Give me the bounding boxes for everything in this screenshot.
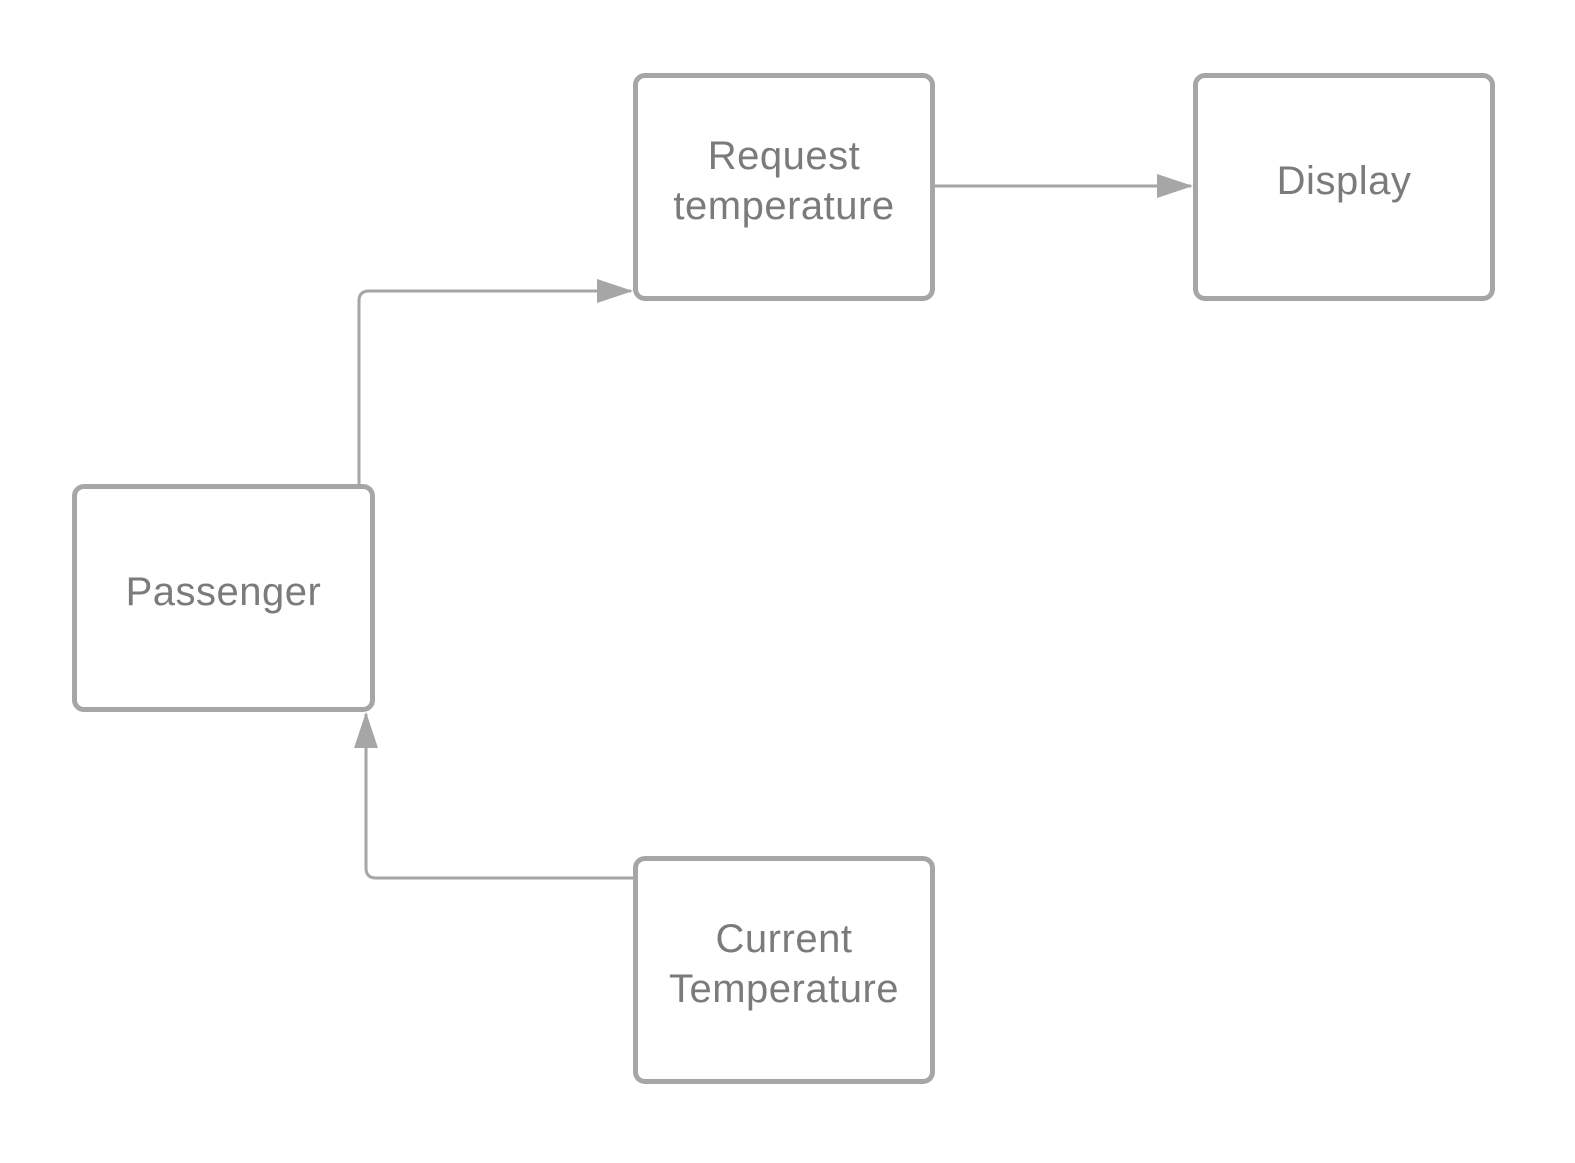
node-passenger[interactable]: Passenger: [72, 484, 375, 712]
node-current-temperature[interactable]: Current Temperature: [633, 856, 935, 1084]
node-request-temperature[interactable]: Request temperature: [633, 73, 935, 301]
node-label: Current Temperature: [668, 917, 900, 1011]
node-display[interactable]: Display: [1193, 73, 1495, 301]
edge-passenger-to-request: [357, 279, 633, 484]
node-label: Passenger: [125, 570, 322, 614]
node-label: Request temperature: [673, 134, 895, 228]
edge-current-to-passenger: [354, 712, 633, 880]
node-label: Display: [1276, 159, 1412, 203]
